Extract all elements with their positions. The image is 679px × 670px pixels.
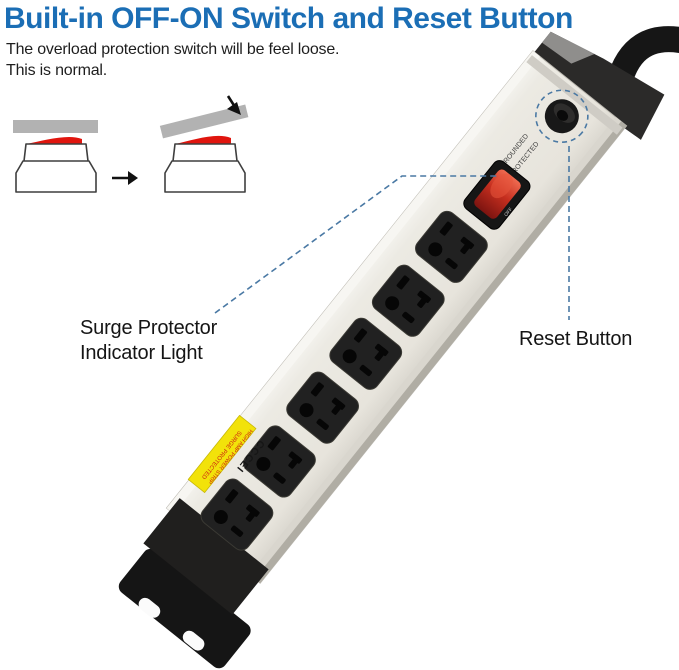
rocker-shine	[490, 173, 513, 199]
end-cap-highlight	[541, 31, 595, 64]
switch-off-label: OFF	[503, 207, 514, 218]
gray-bar-tilted	[159, 104, 249, 139]
reset-button	[535, 89, 589, 144]
surge-indicator-callout: Surge Protector Indicator Light	[80, 316, 217, 366]
subtitle-line-2: This is normal.	[6, 62, 108, 79]
top-end-cap	[528, 31, 665, 140]
switch-base	[164, 160, 246, 193]
switch-neck	[172, 143, 238, 162]
gray-bar	[13, 120, 98, 133]
switch-flat-figure	[13, 120, 98, 193]
body-right-side	[254, 121, 627, 584]
surge-callout-line-1: Surge Protector	[80, 317, 218, 339]
power-strip: GROUNDED PROTECTED OFF SURGE P	[118, 31, 665, 669]
reset-callout-circle	[535, 89, 589, 144]
surge-callout-line	[214, 175, 497, 314]
bottom-end-cap	[143, 498, 269, 615]
subtitle-line-1: The overload protection switch will be f…	[6, 41, 340, 58]
switch-base	[15, 160, 97, 193]
reset-button-callout: Reset Button	[519, 328, 633, 350]
power-switch	[463, 160, 531, 230]
body-top-seam	[526, 55, 623, 135]
surge-callout-line-2: Indicator Light	[80, 342, 203, 364]
bracket-screw-slot	[138, 597, 161, 618]
right-arrow-icon	[112, 171, 138, 185]
red-rocker	[175, 135, 231, 144]
page-title: Built-in OFF-ON Switch and Reset Button	[4, 2, 573, 35]
down-arrow-icon	[226, 95, 241, 115]
switch-instruction-diagram	[13, 95, 249, 193]
bracket-screw-slot	[182, 630, 205, 651]
body-right-bevel	[249, 117, 622, 580]
red-rocker	[26, 136, 82, 144]
switch-tilted-figure	[159, 95, 249, 193]
body-left-bevel	[166, 50, 540, 514]
mounting-bracket	[118, 548, 251, 669]
switch-neck	[23, 143, 89, 162]
